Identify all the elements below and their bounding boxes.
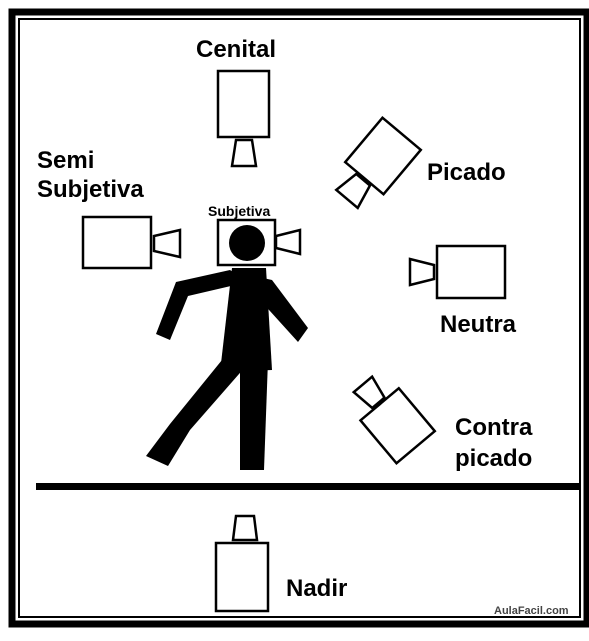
outer-frame xyxy=(8,8,589,628)
label-nadir: Nadir xyxy=(286,575,348,602)
camera-subjetiva-icon xyxy=(216,218,302,267)
inner-frame xyxy=(18,18,581,618)
label-neutra: Neutra xyxy=(440,311,517,338)
label-cenital: Cenital xyxy=(196,36,277,63)
label-picado: Picado xyxy=(427,159,506,186)
camera-cenital-icon xyxy=(216,69,271,168)
camera-nadir-icon xyxy=(214,514,270,613)
camera-neutra-icon xyxy=(408,244,507,300)
label-semi-line1: Semi xyxy=(37,147,95,174)
label-contra-line2: picado xyxy=(455,445,533,472)
ground-line xyxy=(36,483,580,490)
watermark: AulaFacil.com xyxy=(494,605,569,617)
camera-contra-picado-icon xyxy=(351,374,437,466)
camera-picado-icon xyxy=(334,115,423,210)
camera-semi-subjetiva-icon xyxy=(81,215,182,270)
walking-person-icon xyxy=(146,268,308,470)
label-subjetiva: Subjetiva xyxy=(208,203,271,219)
label-contra-line1: Contra xyxy=(455,414,533,441)
label-semi-line2: Subjetiva xyxy=(37,176,144,203)
